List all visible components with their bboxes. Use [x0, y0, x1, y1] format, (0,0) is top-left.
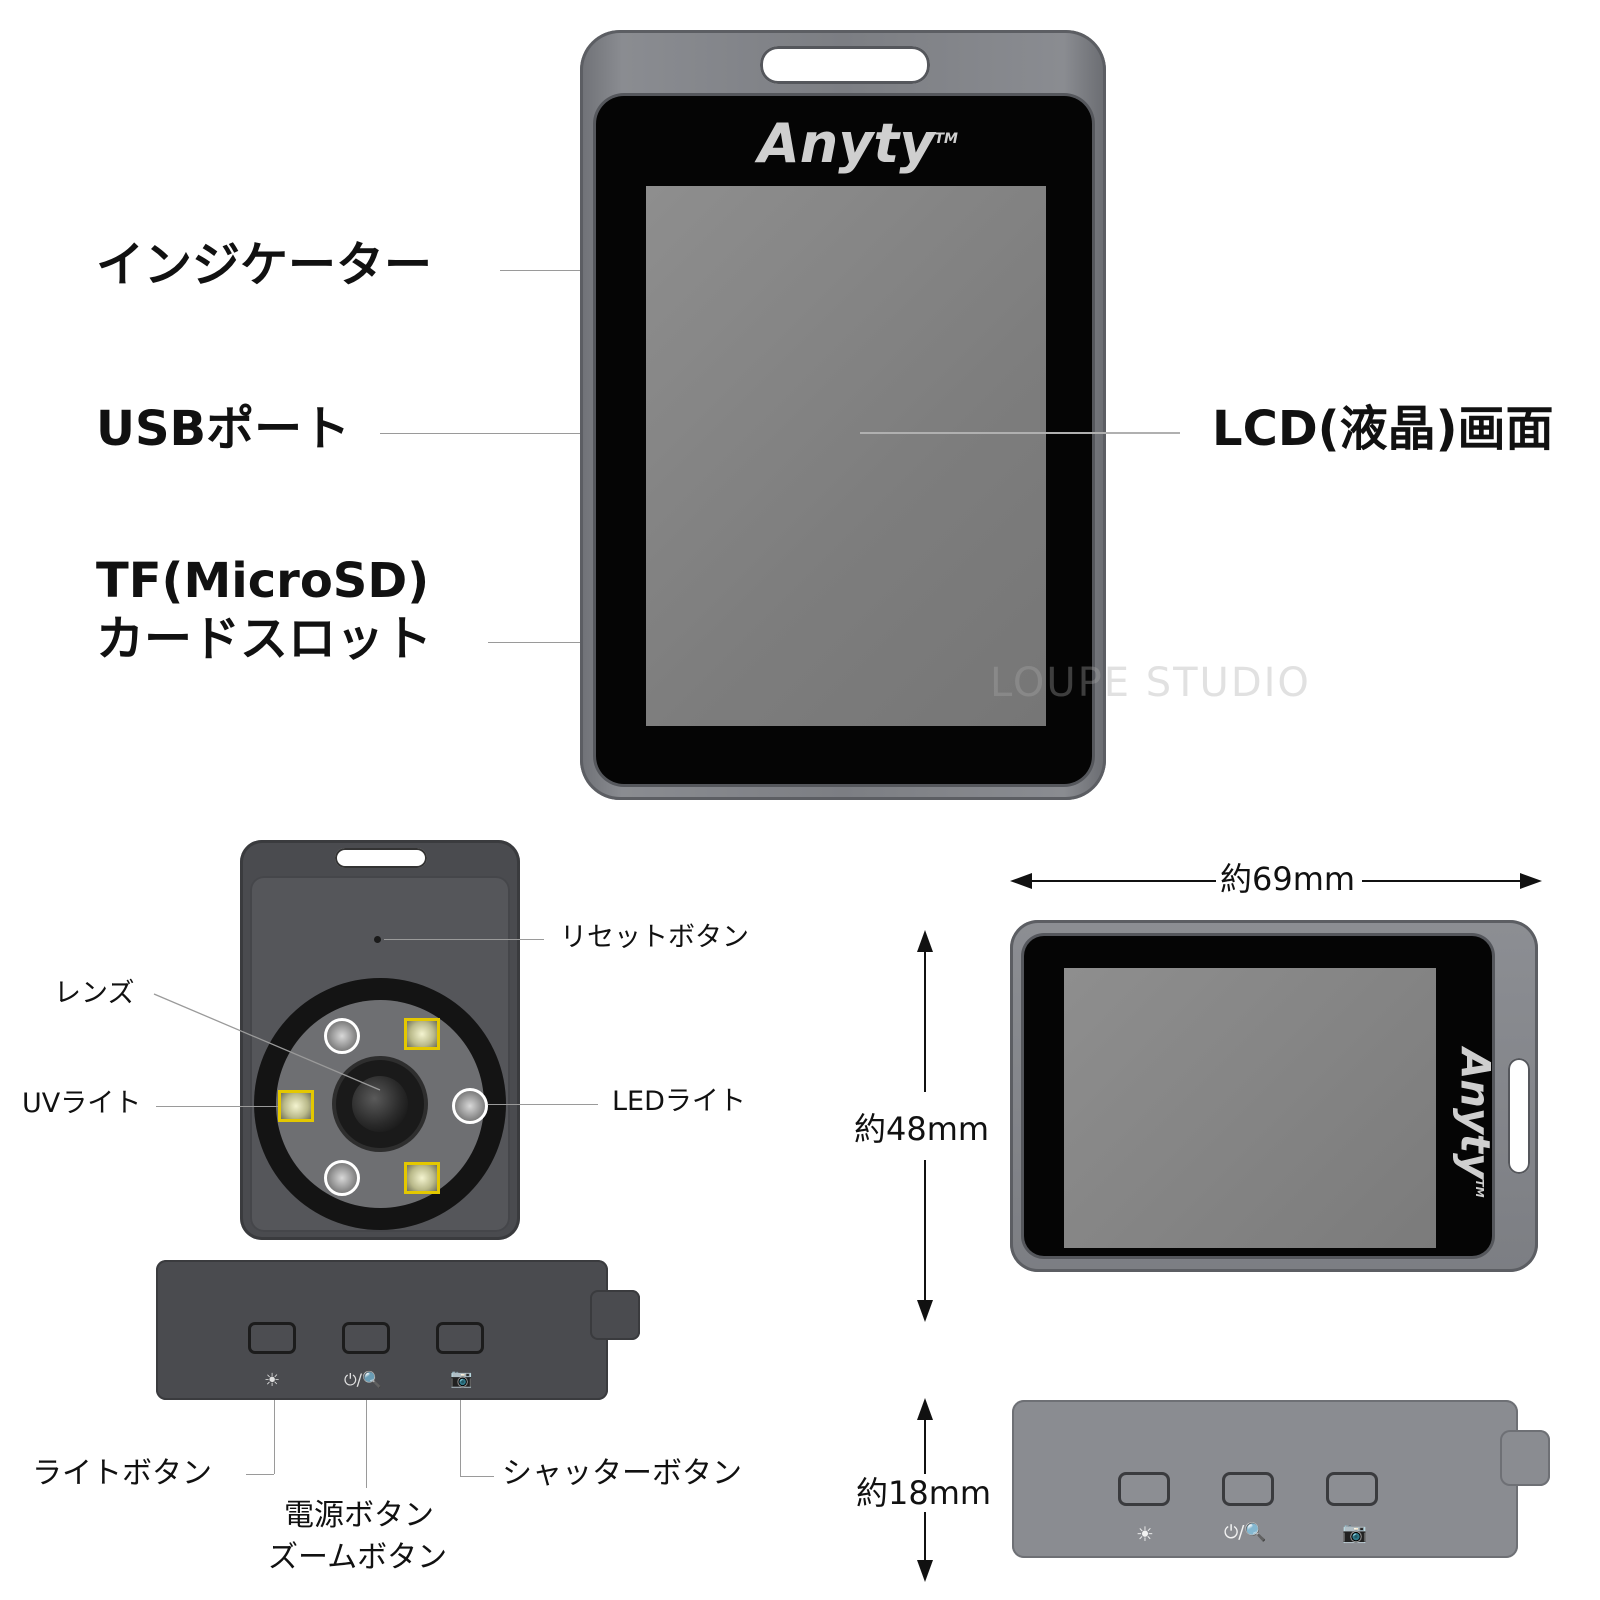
height-dimension-line-bottom	[924, 1160, 926, 1300]
side-device-tab	[590, 1290, 640, 1340]
height-dimension-line-top	[924, 952, 926, 1092]
silver-power-zoom-icon: ⏻/🔍	[1224, 1522, 1267, 1543]
led-light-bottom-left	[324, 1160, 360, 1196]
depth-arrow-up	[917, 1398, 933, 1420]
tf-slot-label-line1: TF(MicroSD)	[96, 553, 430, 609]
zoom-button-label: ズームボタン	[268, 1540, 448, 1575]
led-light-top-left	[324, 1018, 360, 1054]
lens-label: レンズ	[54, 978, 135, 1009]
led-light-label: LEDライト	[612, 1086, 746, 1117]
shutter-button-label: シャッターボタン	[502, 1456, 742, 1491]
uv-light-top-right	[404, 1018, 440, 1050]
width-arrow-right	[1520, 873, 1542, 889]
uv-light-label: UVライト	[22, 1088, 142, 1119]
back-lanyard-slot	[335, 848, 427, 868]
power-button-label: 電源ボタン	[284, 1498, 434, 1533]
height-arrow-down	[917, 1300, 933, 1322]
lens-leader	[153, 993, 381, 1091]
light-button-label: ライトボタン	[32, 1456, 212, 1491]
led-light-right	[452, 1088, 488, 1124]
width-arrow-left	[1010, 873, 1032, 889]
lcd-label: LCD(液晶)画面	[1212, 401, 1554, 457]
power-zoom-button[interactable]	[342, 1322, 390, 1354]
landscape-lcd-screen	[1064, 968, 1436, 1248]
width-dimension-line-left	[1032, 880, 1216, 882]
silver-power-zoom-button[interactable]	[1222, 1472, 1274, 1506]
shutter-button[interactable]	[436, 1322, 484, 1354]
lcd-screen	[646, 186, 1046, 726]
uv-light-bottom-right	[404, 1162, 440, 1194]
width-dimension-label: 約69mm	[1220, 860, 1356, 898]
landscape-lanyard-slot	[1508, 1058, 1530, 1174]
light-button-leader-v	[274, 1400, 275, 1474]
silver-camera-icon: 📷	[1342, 1520, 1367, 1544]
lcd-leader	[860, 432, 1180, 434]
brand-logo: AnytyTM	[758, 112, 958, 175]
watermark: LOUPE STUDIO	[990, 660, 1311, 706]
power-zoom-icon: ⏻/🔍	[344, 1370, 382, 1389]
light-button-leader-h	[246, 1474, 274, 1475]
shutter-button-leader-v	[460, 1400, 461, 1476]
reset-hole	[374, 936, 381, 943]
reset-label: リセットボタン	[560, 922, 749, 953]
indicator-label: インジケーター	[96, 237, 433, 293]
shutter-button-leader-h	[460, 1476, 494, 1477]
light-button[interactable]	[248, 1322, 296, 1354]
height-arrow-up	[917, 930, 933, 952]
depth-arrow-down	[917, 1560, 933, 1582]
uv-light-leader	[156, 1106, 278, 1107]
silver-sun-icon: ☀	[1136, 1522, 1154, 1546]
led-light-leader	[488, 1104, 598, 1105]
tf-slot-label-line2: カードスロット	[96, 611, 433, 667]
usb-port-leader	[380, 433, 580, 434]
landscape-brand-logo: AnytyTM	[1451, 1048, 1498, 1198]
indicator-leader	[500, 270, 580, 271]
depth-dimension-label: 約18mm	[856, 1474, 992, 1513]
height-dimension-label: 約48mm	[854, 1110, 990, 1148]
power-button-leader	[366, 1400, 367, 1488]
silver-side-device-tab	[1500, 1430, 1550, 1486]
reset-leader	[384, 939, 544, 940]
sun-icon: ☀	[264, 1370, 281, 1391]
lanyard-slot	[760, 46, 930, 84]
lens	[352, 1076, 408, 1132]
silver-shutter-button[interactable]	[1326, 1472, 1378, 1506]
usb-port-label: USBポート	[96, 401, 351, 457]
silver-light-button[interactable]	[1118, 1472, 1170, 1506]
width-dimension-line-right	[1362, 880, 1526, 882]
uv-light-left	[278, 1090, 314, 1122]
camera-icon: 📷	[450, 1368, 473, 1389]
tf-slot-leader	[488, 642, 580, 643]
